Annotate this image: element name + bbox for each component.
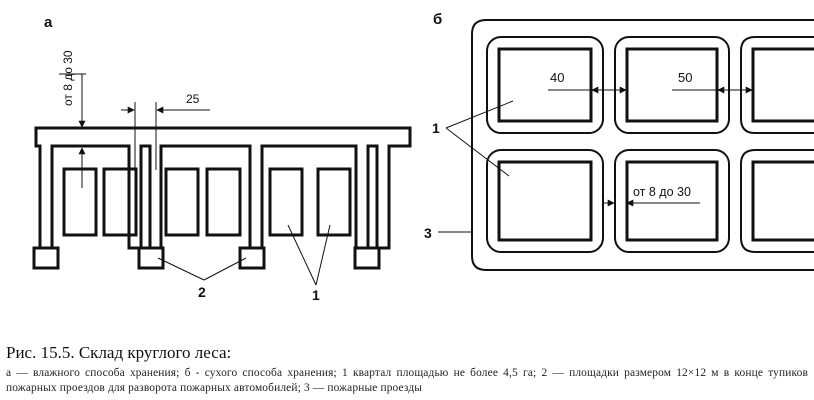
dimension-40: 40 [548, 70, 627, 94]
dimension-8-30: от 8 до 30 [602, 185, 700, 207]
storage-quarter [268, 167, 304, 237]
callout-3: 3 [424, 225, 472, 241]
dimension-50-text: 50 [678, 70, 692, 85]
panel-b-label: б [433, 11, 442, 28]
dimension-vertical: от 8 до 30 [59, 50, 86, 188]
outer-boundary [471, 19, 814, 271]
storage-quarter [625, 160, 719, 242]
quarter-outline [614, 36, 730, 134]
dimension-vertical-text: от 8 до 30 [61, 50, 75, 106]
storage-quarter [751, 47, 814, 123]
figure-caption-text: а — влажного способа хранения; б - сухог… [6, 367, 808, 394]
panel-b: б 40 50 от 8 д [424, 11, 814, 271]
figure-caption-title: Рис. 15.5. Склад круглого леса: [6, 343, 232, 362]
callout-2: 2 [157, 257, 247, 300]
callout-2-label: 2 [198, 284, 206, 300]
callout-1-label: 1 [432, 120, 440, 136]
callout-1-label: 1 [312, 287, 320, 303]
quarter-outline [740, 149, 814, 253]
turnaround-pad [353, 246, 381, 270]
dimension-8-30-text: от 8 до 30 [633, 185, 691, 199]
callout-1: 1 [287, 224, 331, 303]
quarter-outline [740, 36, 814, 134]
dimension-horizontal-text: 25 [186, 92, 200, 106]
turnaround-pad [137, 246, 165, 270]
dimension-50: 50 [672, 70, 753, 94]
storage-quarter [62, 167, 98, 237]
storage-quarter [205, 167, 242, 237]
warehouse-diagram: а от 8 до 30 25 [32, 11, 814, 303]
storage-quarter [625, 47, 719, 123]
dimension-40-text: 40 [550, 70, 564, 85]
quarter-outline [614, 149, 730, 253]
fire-road-outline [34, 126, 412, 250]
storage-quarter [164, 167, 200, 237]
storage-quarter [497, 47, 593, 123]
panel-a: а от 8 до 30 25 [32, 14, 412, 303]
quarter-outline [486, 36, 604, 134]
storage-quarter [316, 167, 352, 237]
callout-1: 1 [432, 100, 514, 177]
turnaround-pad [32, 246, 60, 270]
quarter-outline [486, 149, 604, 253]
storage-quarter [497, 160, 593, 242]
callout-3-label: 3 [424, 225, 432, 241]
storage-quarter [751, 160, 814, 242]
panel-a-label: а [44, 14, 53, 31]
storage-quarter [102, 167, 138, 237]
turnaround-pad [238, 246, 266, 270]
dimension-horizontal: 25 [121, 92, 210, 170]
